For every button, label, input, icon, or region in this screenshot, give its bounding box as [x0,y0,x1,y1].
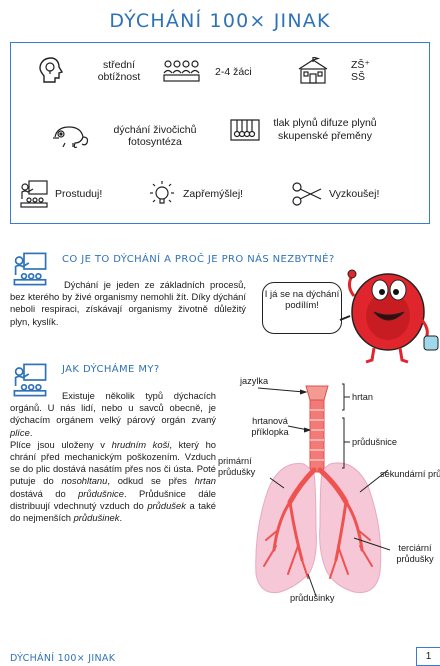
lungs-diagram [255,383,391,597]
topic1-text: dýchání živočichů fotosyntéza [113,123,197,149]
scissors-icon [292,182,322,206]
difficulty-text: střední obtížnost [97,58,141,84]
label-prudusinky: průdušinky [290,593,335,603]
label-sekundarni-prudusky: sekundární průdušky [380,469,440,479]
teacher-board-icon [13,252,47,286]
teacher-board-icon [13,363,47,397]
school-cell: ZŠ⁺ SŠ [297,57,375,85]
thinking-bulb-icon [150,181,174,204]
action1-text: Prostuduj! [55,187,103,200]
label-jazylka: jazylka [240,376,269,386]
group-people-icon [163,60,200,82]
action3-cell: Vyzkoušej! [291,181,379,207]
footer-title: DÝCHÁNÍ 100× JINAK [10,653,116,664]
chameleon-icon [53,126,89,149]
label-hrtan: hrtan [352,392,373,402]
school-building-icon [298,57,328,84]
info-box: střední obtížnost 2-4 žáci ZŠ⁺ SŠ [10,42,430,224]
topic2-cell: tlak plynů difuze plynů skupenské přeměn… [229,117,377,142]
lightbulb-head-icon [39,57,64,83]
section1-paragraph: Dýchání je jeden ze základních procesů, … [10,279,246,327]
action2-cell: Zapřemýšlej! [147,179,243,209]
group-text: 2-4 žáci [215,65,252,78]
section2-heading: JAK DÝCHÁME MY? [62,364,160,375]
action1-cell: Prostuduj! [19,179,102,209]
teacher-board-icon [20,180,48,208]
page-title: DÝCHÁNÍ 100× JINAK [109,10,331,32]
topic2-text: tlak plynů difuze plynů skupenské přeměn… [273,117,377,142]
group-cell: 2-4 žáci [161,59,252,85]
label-primarni-prudusky: primární průdušky [218,456,256,477]
label-terciarni-prudusky: terciární průdušky [396,543,434,564]
label-hrtanova-priklopka: hrtanová příklopka [251,416,289,437]
school-text: ZŠ⁺ SŠ [351,58,370,84]
page-number: 1 [416,647,440,666]
section1-heading: CO JE TO DÝCHÁNÍ A PROČ JE PRO NÁS NEZBY… [62,254,335,265]
speech-bubble: I já se na dýchání podílím! [262,282,342,334]
topic1-cell: dýchání živočichů fotosyntéza [51,123,201,149]
newtons-cradle-icon [230,118,260,141]
section2-paragraph: Existuje několik typů dýchacích orgánů. … [10,390,217,524]
action3-text: Vyzkoušej! [329,187,380,200]
difficulty-cell: střední obtížnost [37,55,149,87]
action2-text: Zapřemýšlej! [183,187,244,200]
red-blood-cell-mascot [339,269,439,364]
label-prudusnice: průdušnice [352,437,397,447]
